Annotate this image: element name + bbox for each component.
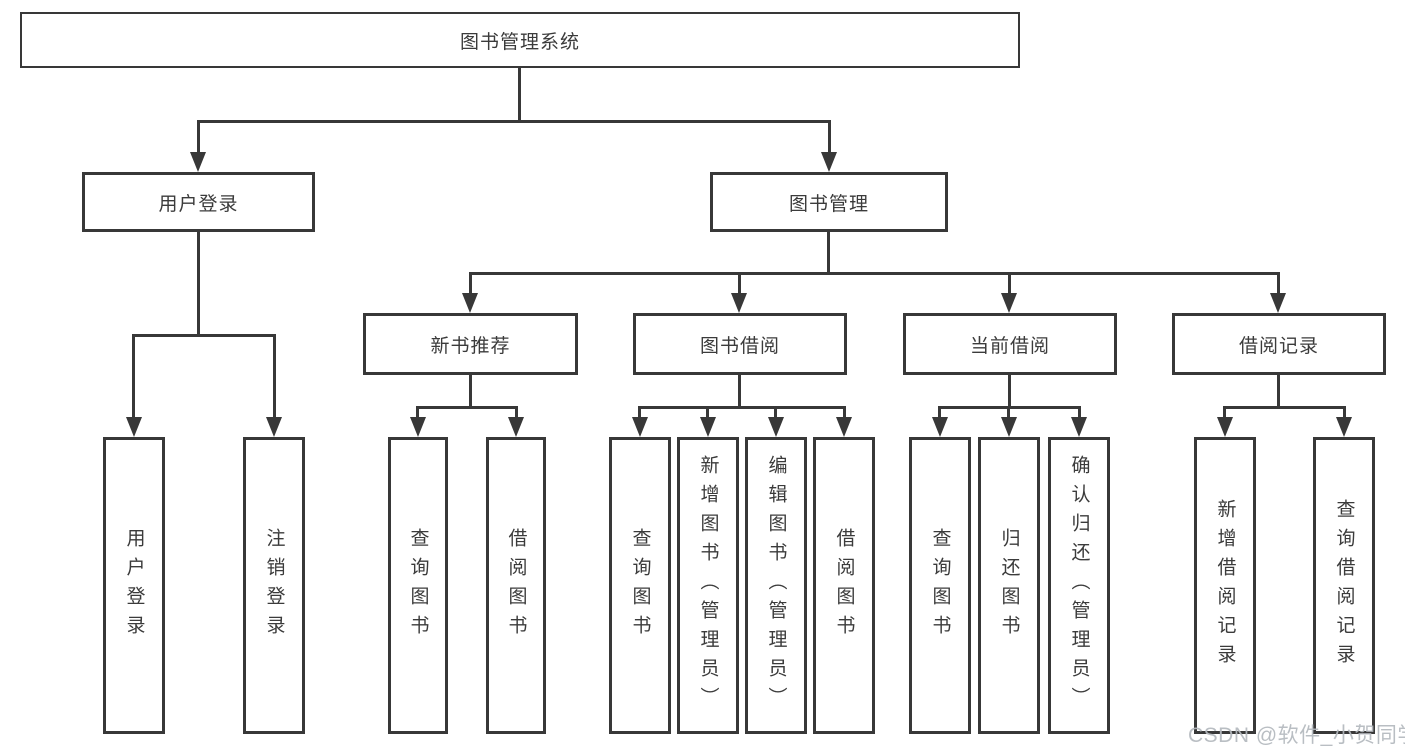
node-label: 借阅图书	[505, 527, 527, 644]
node-label: 查询图书	[629, 527, 651, 644]
arrow-down-icon	[1071, 417, 1087, 437]
connector-line	[132, 334, 135, 420]
connector-line	[197, 232, 200, 337]
node-label: 借阅图书	[833, 527, 855, 644]
connector-line	[638, 406, 846, 409]
arrow-down-icon	[768, 417, 784, 437]
arrow-down-icon	[462, 293, 478, 313]
leaf-edit-books-admin: 编辑图书（管理员）	[745, 437, 807, 734]
arrow-down-icon	[1336, 417, 1352, 437]
leaf-query-borrow-record: 查询借阅记录	[1313, 437, 1375, 734]
connector-line	[515, 406, 518, 420]
connector-line	[938, 406, 941, 420]
connector-line	[197, 120, 200, 156]
connector-line	[1223, 406, 1345, 409]
node-label: 确认归还（管理员）	[1068, 455, 1090, 716]
node-new-book-recommendation: 新书推荐	[363, 313, 578, 375]
node-label: 新书推荐	[430, 335, 511, 357]
connector-line	[469, 272, 1280, 275]
leaf-add-borrow-record: 新增借阅记录	[1194, 437, 1256, 734]
connector-line	[518, 68, 521, 122]
arrow-down-icon	[821, 152, 837, 172]
node-label: 归还图书	[998, 527, 1020, 644]
leaf-query-books-current: 查询图书	[909, 437, 971, 734]
arrow-down-icon	[632, 417, 648, 437]
node-user-login: 用户登录	[82, 172, 315, 232]
arrow-down-icon	[1001, 417, 1017, 437]
leaf-query-books-borrowing: 查询图书	[609, 437, 671, 734]
node-label: 编辑图书（管理员）	[765, 455, 787, 716]
leaf-add-books-admin: 新增图书（管理员）	[677, 437, 739, 734]
connector-line	[638, 406, 641, 420]
arrow-down-icon	[1217, 417, 1233, 437]
node-label: 查询借阅记录	[1333, 498, 1355, 673]
connector-line	[469, 272, 472, 296]
connector-line	[1008, 375, 1011, 409]
connector-line	[1078, 406, 1081, 420]
connector-line	[416, 406, 419, 420]
arrow-down-icon	[932, 417, 948, 437]
node-label: 用户登录	[123, 527, 145, 644]
connector-line	[828, 120, 831, 156]
connector-line	[416, 406, 518, 409]
connector-line	[1343, 406, 1346, 420]
node-book-borrowing: 图书借阅	[633, 313, 847, 375]
node-label: 新增图书（管理员）	[697, 455, 719, 716]
node-label: 图书借阅	[699, 335, 780, 357]
node-label: 注销登录	[263, 527, 285, 644]
connector-line	[1008, 272, 1011, 296]
connector-line	[197, 120, 831, 123]
leaf-logout: 注销登录	[243, 437, 305, 734]
arrow-down-icon	[126, 417, 142, 437]
node-book-management: 图书管理	[710, 172, 948, 232]
node-label: 图书管理系统	[459, 31, 580, 53]
arrow-down-icon	[700, 417, 716, 437]
node-label: 用户登录	[158, 193, 239, 215]
arrow-down-icon	[731, 293, 747, 313]
leaf-query-books-recommend: 查询图书	[388, 437, 448, 734]
arrow-down-icon	[266, 417, 282, 437]
leaf-confirm-return-admin: 确认归还（管理员）	[1048, 437, 1110, 734]
node-label: 当前借阅	[969, 335, 1050, 357]
connector-line	[1223, 406, 1226, 420]
leaf-user-login: 用户登录	[103, 437, 165, 734]
connector-line	[738, 375, 741, 409]
csdn-watermark: CSDN @软件_小贺同学	[1188, 724, 1405, 747]
connector-line	[827, 232, 830, 275]
arrow-down-icon	[1001, 293, 1017, 313]
connector-line	[774, 406, 777, 420]
leaf-borrow-books-borrowing: 借阅图书	[813, 437, 875, 734]
arrow-down-icon	[190, 152, 206, 172]
connector-line	[843, 406, 846, 420]
leaf-return-books: 归还图书	[978, 437, 1040, 734]
node-current-borrowing: 当前借阅	[903, 313, 1117, 375]
connector-line	[1277, 375, 1280, 409]
connector-line	[132, 334, 276, 337]
connector-line	[273, 334, 276, 420]
connector-line	[706, 406, 709, 420]
connector-line	[1277, 272, 1280, 296]
connector-line	[469, 375, 472, 409]
node-label: 新增借阅记录	[1214, 498, 1236, 673]
arrow-down-icon	[1270, 293, 1286, 313]
arrow-down-icon	[836, 417, 852, 437]
arrow-down-icon	[410, 417, 426, 437]
node-label: 图书管理	[788, 193, 869, 215]
connector-line	[738, 272, 741, 296]
leaf-borrow-books-recommend: 借阅图书	[486, 437, 546, 734]
node-borrowing-records: 借阅记录	[1172, 313, 1386, 375]
node-label: 查询图书	[929, 527, 951, 644]
arrow-down-icon	[508, 417, 524, 437]
node-library-management-system: 图书管理系统	[20, 12, 1020, 68]
node-label: 借阅记录	[1238, 335, 1319, 357]
node-label: 查询图书	[407, 527, 429, 644]
connector-line	[1007, 406, 1010, 420]
